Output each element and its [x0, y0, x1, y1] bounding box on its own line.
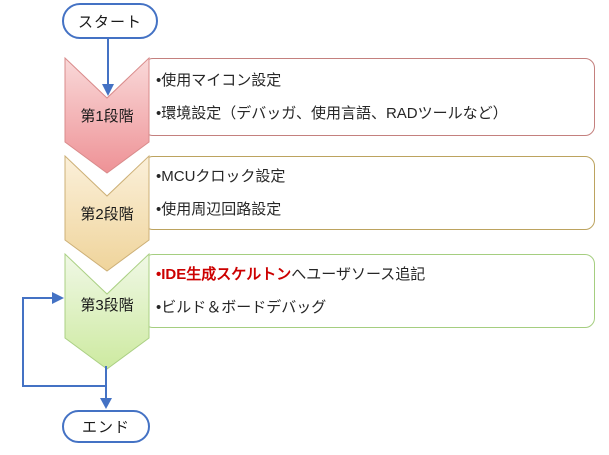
bullet-item: •使用マイコン設定	[156, 64, 594, 97]
stage-2-label: 第2段階	[80, 206, 134, 223]
stage-3-label: 第3段階	[80, 297, 134, 314]
bullet-text: •ビルド＆ボードデバッグ	[156, 299, 327, 316]
bullet-item: •MCUクロック設定	[156, 160, 594, 193]
bullet-text: •使用マイコン設定	[156, 72, 282, 89]
bullet-item: •環境設定（デバッガ、使用言語、RADツールなど）	[156, 97, 594, 130]
bullet-item: •使用周辺回路設定	[156, 193, 594, 226]
start-label: スタート	[77, 13, 142, 31]
stage-3-box: •IDE生成スケルトンへユーザソース追記 •ビルド＆ボードデバッグ	[143, 254, 595, 328]
stage-2-box: •MCUクロック設定 •使用周辺回路設定	[143, 156, 595, 230]
start-arrow	[102, 39, 114, 96]
bullet-text: •MCUクロック設定	[156, 168, 286, 185]
end-label: エンド	[81, 419, 130, 436]
end-node: エンド	[62, 410, 150, 443]
bullet-item: •ビルド＆ボードデバッグ	[156, 291, 594, 324]
start-node: スタート	[62, 3, 158, 39]
stage-1-label: 第1段階	[80, 108, 134, 125]
stage-1-box: •使用マイコン設定 •環境設定（デバッガ、使用言語、RADツールなど）	[143, 58, 595, 136]
bullet-item: •IDE生成スケルトンへユーザソース追記	[156, 258, 594, 291]
bullet-text: •使用周辺回路設定	[156, 201, 282, 218]
bullet-text: •環境設定（デバッガ、使用言語、RADツールなど）	[156, 105, 508, 122]
end-arrow	[100, 366, 112, 409]
highlight-text: •IDE生成スケルトン	[156, 266, 292, 283]
bullet-text: へユーザソース追記	[291, 266, 426, 283]
